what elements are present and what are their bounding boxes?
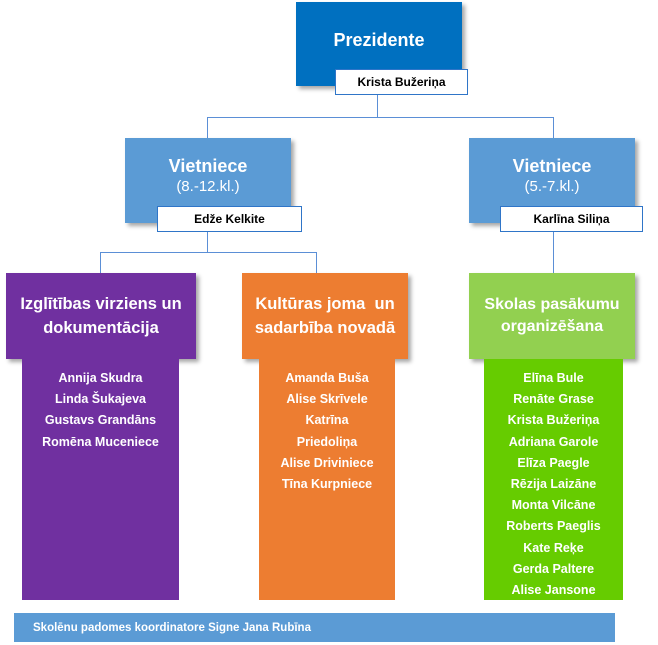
president-name: Krista Bužeriņa bbox=[357, 75, 446, 89]
list-item: Renāte Grase bbox=[513, 392, 594, 407]
list-item: Adriana Garole bbox=[508, 434, 599, 449]
vice-left-name-box: Edže Kelkite bbox=[157, 206, 302, 232]
dept3-member-list: Elīna Bule Renāte Grase Krista Bužeriņa … bbox=[484, 359, 623, 600]
list-item: Priedoliņa bbox=[296, 434, 358, 449]
vice-right-name-box: Karlīna Siliņa bbox=[500, 206, 643, 232]
dept1-header: Izglītības virziens un dokumentācija bbox=[6, 273, 196, 359]
list-item: Elīza Paegle bbox=[517, 455, 590, 470]
dept2-title-line1: Kultūras joma un bbox=[255, 295, 395, 313]
president-title: Prezidente bbox=[333, 30, 425, 50]
connector-vice-right-dept3 bbox=[553, 232, 554, 273]
footer-text: Skolēnu padomes koordinatore Signe Jana … bbox=[33, 621, 311, 634]
footer-bar: Skolēnu padomes koordinatore Signe Jana … bbox=[14, 613, 615, 642]
vice-left-title: Vietniece bbox=[168, 156, 248, 176]
connector-vice-left-up bbox=[207, 117, 208, 138]
dept3-title-line1: Skolas pasākumu bbox=[484, 296, 620, 313]
list-item: Amanda Buša bbox=[285, 371, 369, 385]
list-item: Annija Skudra bbox=[58, 371, 143, 385]
vice-right-subtitle: (5.-7.kl.) bbox=[524, 178, 580, 195]
president-name-box: Krista Bužeriņa bbox=[335, 69, 468, 95]
list-item: Rēzija Laizāne bbox=[510, 476, 597, 491]
dept2-member-list: Amanda Buša Alise Skrīvele Katrīna Pried… bbox=[259, 359, 395, 600]
list-item: Alise Driviniece bbox=[280, 455, 374, 470]
dept3-header: Skolas pasākumu organizēšana bbox=[469, 273, 635, 359]
connector-dept2-up bbox=[316, 252, 317, 273]
vice-right-name: Karlīna Siliņa bbox=[533, 212, 610, 226]
list-item: Monta Vilcāne bbox=[511, 498, 596, 513]
dept1-member-list: Annija Skudra Linda Šukajeva Gustavs Gra… bbox=[22, 359, 179, 600]
vice-left-subtitle: (8.-12.kl.) bbox=[176, 178, 240, 195]
list-item: Linda Šukajeva bbox=[54, 392, 146, 407]
list-item: Alise Skrīvele bbox=[286, 392, 368, 407]
list-item: Gerda Paltere bbox=[512, 561, 595, 576]
connector-president-down bbox=[377, 94, 378, 118]
connector-vice-left-down bbox=[207, 232, 208, 253]
dept3-title-line2: organizēšana bbox=[500, 318, 604, 335]
vice-left-name: Edže Kelkite bbox=[194, 212, 265, 226]
list-item: Romēna Muceniece bbox=[42, 434, 159, 449]
list-item: Katrīna bbox=[305, 413, 349, 428]
list-item: Roberts Paeglis bbox=[506, 519, 601, 534]
connector-top-horizontal bbox=[207, 117, 554, 118]
dept2-header: Kultūras joma un sadarbība novadā bbox=[242, 273, 408, 359]
vice-right-title: Vietniece bbox=[512, 156, 592, 176]
list-item: Tīna Kurpniece bbox=[281, 476, 373, 491]
list-item: Krista Bužeriņa bbox=[507, 413, 600, 428]
list-item: Kate Reķe bbox=[523, 540, 584, 555]
dept1-title-line2: dokumentācija bbox=[43, 319, 159, 337]
dept2-title-line2: sadarbība novadā bbox=[254, 319, 396, 337]
connector-vice-right-up bbox=[553, 117, 554, 138]
dept1-title-line1: Izglītības virziens un bbox=[20, 295, 182, 313]
connector-dept1-up bbox=[100, 252, 101, 273]
list-item: Gustavs Grandāns bbox=[44, 413, 157, 428]
list-item: Alise Jansone bbox=[511, 582, 596, 597]
connector-left-horizontal bbox=[100, 252, 317, 253]
list-item: Elīna Bule bbox=[523, 371, 584, 385]
